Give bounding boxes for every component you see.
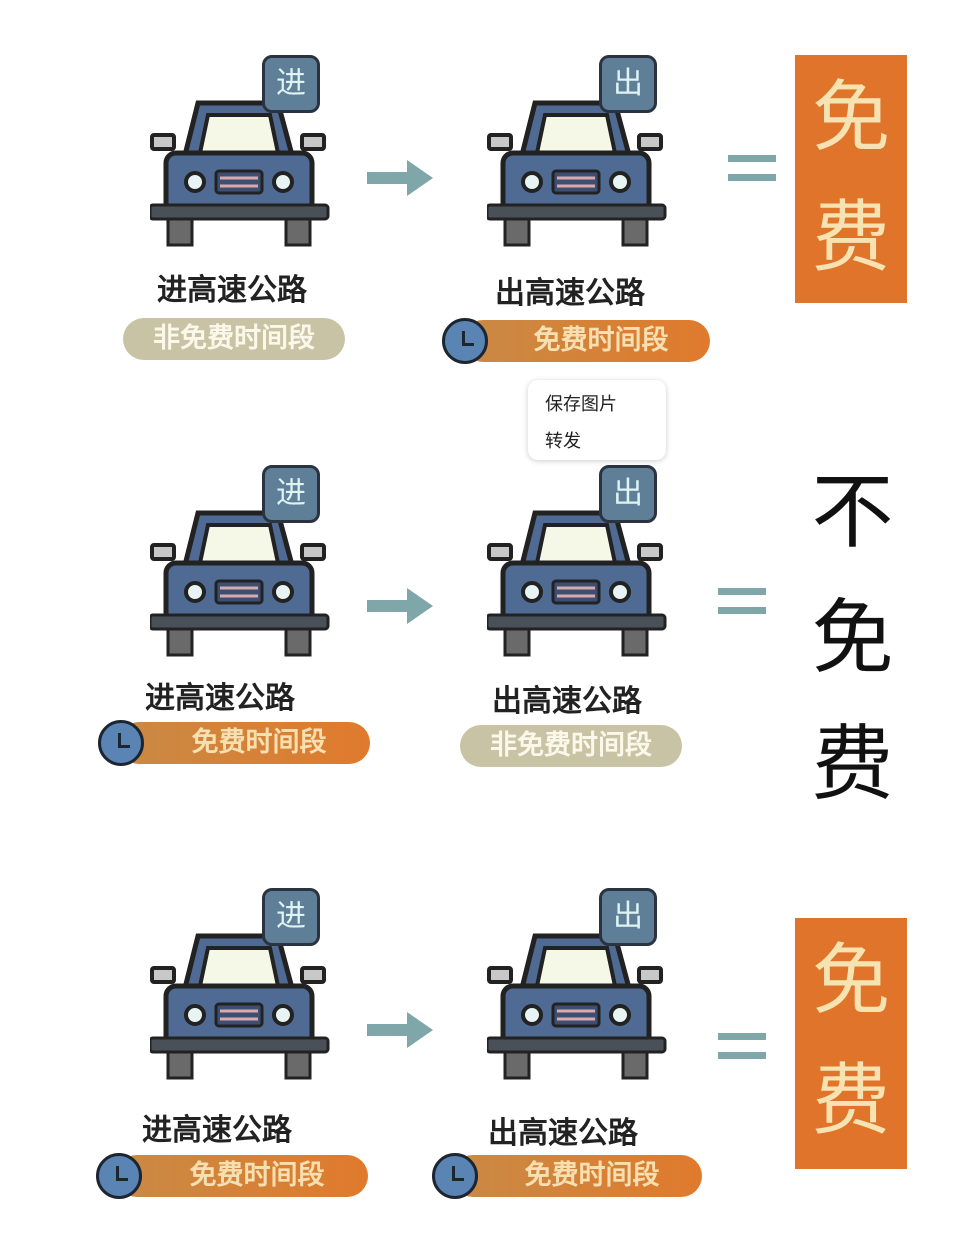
result-char: 免: [811, 73, 890, 163]
enter-label: 进高速公路: [145, 681, 295, 716]
exit-car: 出: [487, 888, 667, 1083]
equals-icon: [718, 588, 766, 614]
clock-icon: [98, 720, 144, 766]
result-char: 免: [811, 591, 894, 686]
result-char: 不: [811, 465, 894, 560]
menu-item-forward[interactable]: 转发: [545, 431, 581, 452]
exit-car: 出: [487, 55, 667, 250]
enter-period-pill: 免费时间段: [118, 722, 370, 764]
enter-period-pill: 非免费时间段: [123, 318, 345, 360]
car-icon: [487, 100, 667, 247]
exit-badge: 出: [599, 55, 657, 113]
enter-car: 进: [150, 888, 330, 1083]
enter-badge: 进: [262, 55, 320, 113]
car-icon: [487, 510, 667, 657]
exit-period-pill: 免费时间段: [452, 1155, 702, 1197]
exit-label: 出高速公路: [495, 276, 645, 311]
equals-icon: [728, 155, 776, 181]
enter-badge: 进: [262, 888, 320, 946]
clock-icon: [442, 318, 488, 364]
exit-badge: 出: [599, 465, 657, 523]
menu-item-save-image[interactable]: 保存图片: [545, 394, 617, 415]
result-char: 费: [811, 717, 894, 812]
result-char: 费: [811, 193, 890, 283]
result-char: 费: [811, 1056, 890, 1146]
enter-car: 进: [150, 465, 330, 660]
result-box: 免费: [795, 55, 907, 303]
arrow-right-icon: [367, 160, 433, 196]
result-box: 免费: [795, 918, 907, 1169]
enter-car: 进: [150, 55, 330, 250]
clock-icon: [432, 1153, 478, 1199]
exit-badge: 出: [599, 888, 657, 946]
exit-period-pill: 非免费时间段: [460, 725, 682, 767]
equals-icon: [718, 1033, 766, 1059]
enter-period-pill: 免费时间段: [116, 1155, 368, 1197]
enter-label: 进高速公路: [142, 1113, 292, 1148]
exit-car: 出: [487, 465, 667, 660]
car-icon: [150, 510, 330, 657]
arrow-right-icon: [367, 588, 433, 624]
car-icon: [150, 100, 330, 247]
exit-period-pill: 免费时间段: [462, 320, 710, 362]
clock-icon: [96, 1153, 142, 1199]
exit-label: 出高速公路: [488, 1116, 638, 1151]
car-icon: [487, 933, 667, 1080]
arrow-right-icon: [367, 1012, 433, 1048]
exit-label: 出高速公路: [492, 684, 642, 719]
car-icon: [150, 933, 330, 1080]
enter-label: 进高速公路: [157, 273, 307, 308]
context-menu: 保存图片 转发: [528, 380, 666, 460]
enter-badge: 进: [262, 465, 320, 523]
result-char: 免: [811, 936, 890, 1026]
